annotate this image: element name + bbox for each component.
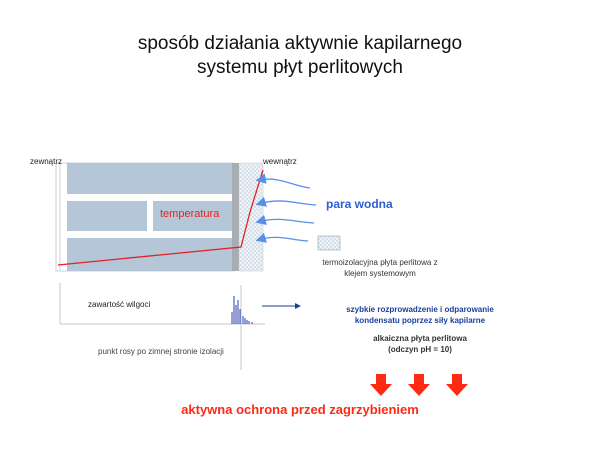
adhesive-layer xyxy=(232,163,239,271)
label-dew-point: punkt rosy po zimnej stronie izolacji xyxy=(98,347,224,356)
wall-block-middle-left xyxy=(67,201,147,231)
alkaline-line-2: (odczyn pH = 10) xyxy=(388,345,452,354)
label-moisture: zawartość wilgoci xyxy=(88,300,151,309)
capillary-note: szybkie rozprowadzenie i odparowanie kon… xyxy=(320,304,520,326)
capillary-line-2: kondensatu poprzez siły kapilarne xyxy=(354,316,486,325)
title-line-2: systemu płyt perlitowych xyxy=(197,57,403,78)
down-arrow-icon xyxy=(370,374,392,396)
board-description: termoizolacyjna płyta perlitowa z klejem… xyxy=(300,257,460,279)
capillary-line-1: szybkie rozprowadzenie i odparowanie xyxy=(346,305,494,314)
board-desc-line-1: termoizolacyjna płyta perlitowa z xyxy=(322,258,438,267)
temperature-line xyxy=(57,169,264,266)
vapor-arrow-icon xyxy=(255,232,309,243)
label-inside: wewnątrz xyxy=(263,157,297,166)
page-title: sposób działania aktywnie kapilarnego sy… xyxy=(0,32,600,80)
vapor-arrow-icon xyxy=(255,173,311,189)
alkaline-line-1: alkaiczna płyta perlitowa xyxy=(373,334,467,343)
label-outside: zewnątrz xyxy=(30,157,63,166)
label-temperature: temperatura xyxy=(160,208,220,220)
vapor-arrow-icon xyxy=(255,214,315,225)
wall-block-top xyxy=(67,163,232,194)
vapor-arrow-icon xyxy=(255,196,317,207)
perlite-board-swatch-icon xyxy=(317,235,341,251)
wall-block-bottom xyxy=(67,238,232,271)
down-arrows xyxy=(370,374,468,396)
moisture-peaks xyxy=(231,296,253,324)
result-text: aktywna ochrona przed zagrzybieniem xyxy=(181,402,419,417)
board-desc-line-2: klejem systemowym xyxy=(344,269,416,278)
alkaline-note: alkaiczna płyta perlitowa (odczyn pH = 1… xyxy=(340,333,500,355)
down-arrow-icon xyxy=(446,374,468,396)
label-vapor: para wodna xyxy=(326,197,393,211)
down-arrow-icon xyxy=(408,374,430,396)
title-line-1: sposób działania aktywnie kapilarnego xyxy=(137,33,463,54)
wall-block-middle-right xyxy=(153,201,232,231)
